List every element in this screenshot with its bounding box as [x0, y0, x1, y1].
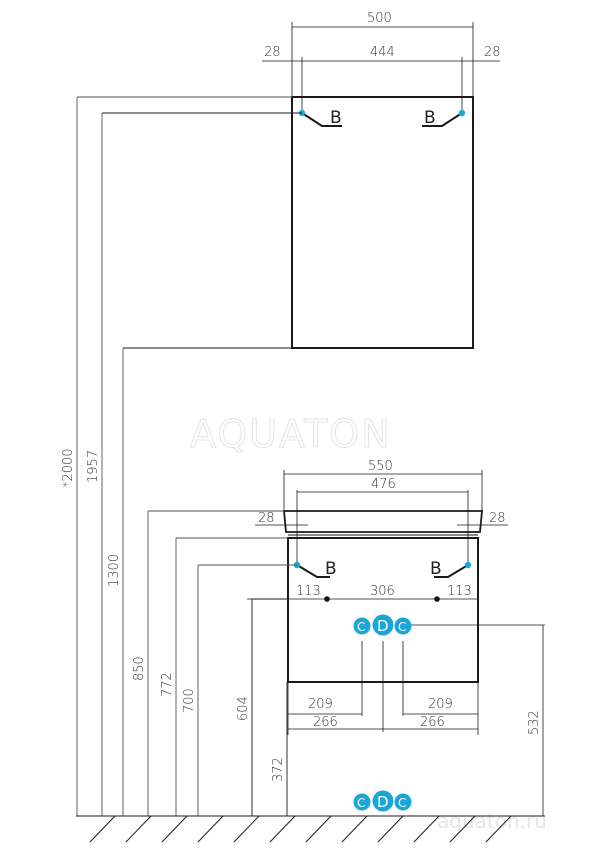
drain-icon	[372, 790, 394, 812]
vanity-overall-width: 550	[368, 459, 393, 474]
svg-text:D: D	[377, 793, 389, 811]
cabinet-right-offset: 28	[484, 45, 501, 60]
cabinet-bottom-height: 1300	[107, 554, 122, 587]
drain-icon	[372, 614, 394, 636]
cabinet-overall-width: 500	[367, 11, 392, 26]
cabinet-left-offset: 28	[264, 45, 281, 60]
cabinet-mount-label-left: B	[330, 108, 342, 128]
svg-text:C: C	[398, 620, 406, 634]
rail-point-icon	[324, 596, 330, 602]
connection-group-floor: C D C	[353, 790, 412, 812]
mount-left-offset: 113	[296, 584, 321, 599]
hot-water-icon	[394, 793, 412, 811]
floor-line	[76, 815, 545, 843]
mount-spacing: 306	[370, 584, 395, 599]
vanity-right-offset: 28	[489, 511, 506, 526]
connection-group-upper: C D C	[353, 614, 412, 636]
vanity-mount-label-right: B	[430, 559, 442, 579]
drain-left: 266	[313, 715, 338, 730]
rail-point-icon	[434, 596, 440, 602]
svg-text:C: C	[357, 796, 365, 810]
vanity-body-top-height: 772	[160, 672, 175, 697]
vanity-left-offset: 28	[258, 511, 275, 526]
vanity-inner-width: 476	[371, 477, 396, 492]
mount-point-icon	[464, 561, 472, 569]
watermark-url: aquaton.ru	[437, 809, 547, 833]
hot-water-icon	[394, 617, 412, 635]
total-height: *2000	[61, 448, 76, 488]
cabinet-mount-label-right: B	[424, 108, 436, 128]
vanity-mount-label-left: B	[325, 559, 337, 579]
mount-right-offset: 113	[447, 584, 472, 599]
mirror-cabinet	[262, 22, 500, 349]
watermark-brand: AQUATON	[190, 412, 392, 456]
cold-water-icon	[353, 793, 371, 811]
svg-text:C: C	[398, 796, 406, 810]
vanity-top-height: 850	[132, 656, 147, 681]
vertical-dimensions	[76, 96, 302, 816]
svg-text:C: C	[357, 620, 365, 634]
svg-text:D: D	[377, 617, 389, 635]
drain-right: 266	[420, 715, 445, 730]
vanity-bottom-height: 372	[271, 757, 286, 782]
mount-point-icon	[458, 109, 466, 117]
supply-left: 209	[308, 697, 333, 712]
cabinet-top-height: 1957	[86, 450, 101, 483]
connection-height: 532	[527, 710, 542, 735]
supply-right: 209	[428, 697, 453, 712]
cold-water-icon	[353, 617, 371, 635]
vanity-mount-height: 700	[182, 688, 197, 713]
mount-rail-height: 604	[236, 696, 251, 721]
cabinet-inner-width: 444	[370, 45, 395, 60]
